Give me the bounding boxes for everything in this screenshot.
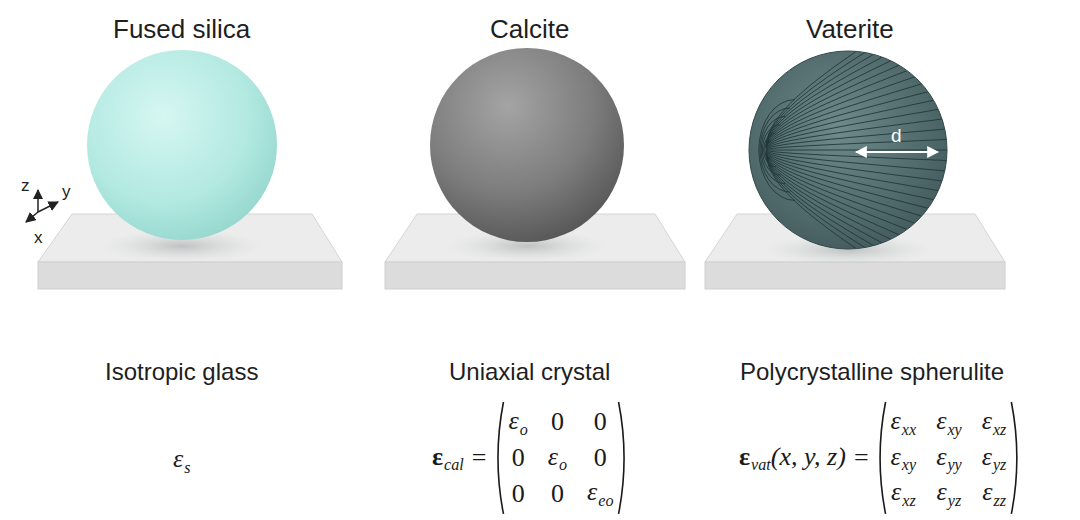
matrix-entry: 0 [551, 407, 564, 437]
subscript: o [520, 421, 528, 438]
parenthesis [880, 402, 886, 514]
epsilon: ε [891, 442, 901, 471]
tensor-name: εvat(x, y, z) [739, 442, 846, 475]
subscript: xy [947, 421, 961, 438]
epsilon: ε [891, 406, 901, 435]
tensor-symbol: εxx [891, 406, 917, 439]
subscript: yy [947, 456, 961, 473]
tensor-symbol: εyz [937, 477, 962, 510]
epsilon: ε [936, 442, 946, 471]
material-class: Isotropic glass [105, 358, 258, 386]
axis-label: x [34, 228, 43, 248]
equals-sign: = [854, 443, 869, 473]
epsilon: ε [982, 477, 992, 506]
subscript: xz [993, 421, 1006, 438]
tensor-symbol: εyz [982, 442, 1007, 475]
subscript: eo [598, 492, 613, 509]
subscript: xy [902, 456, 916, 473]
material-title: Vaterite [806, 15, 894, 45]
epsilon: ε [173, 444, 183, 473]
tensor-symbol: εxy [936, 406, 962, 439]
calcite-sphere [430, 48, 624, 242]
parenthesis [1011, 402, 1017, 514]
matrix-entry: 0 [594, 407, 607, 437]
material-class: Polycrystalline spherulite [740, 358, 1004, 386]
subscript: s [184, 459, 190, 476]
tensor-symbol: εo [548, 442, 567, 475]
equation: εvat(x, y, z)=εxxεxyεxzεxyεyyεyzεxzεyzεz… [739, 406, 1020, 510]
epsilon: ε [982, 406, 992, 435]
vaterite-outline [749, 51, 947, 249]
tensor-symbol: εeo [587, 477, 613, 510]
tensor-symbol: εxy [891, 442, 917, 475]
spherulite-lines [759, 0, 958, 315]
matrix-entry: 0 [551, 479, 564, 509]
epsilon: ε [508, 406, 518, 435]
subscript: xz [902, 492, 915, 509]
matrix: εxxεxyεxzεxyεyyεyzεxzεyzεzz [877, 406, 1021, 510]
material-title: Fused silica [113, 15, 250, 45]
tensor-symbol: εvat [739, 442, 771, 471]
silica-sphere [87, 50, 277, 240]
tensor-symbol: εcal [432, 442, 464, 471]
axes [26, 190, 58, 222]
epsilon: ε [739, 442, 750, 471]
tensor-symbol: εo [508, 406, 527, 439]
parenthesis [498, 402, 504, 514]
subscript: cal [444, 456, 464, 473]
epsilon: ε [891, 477, 901, 506]
epsilon: ε [982, 442, 992, 471]
matrix-entry: 0 [512, 443, 525, 473]
subscript: vat [751, 456, 771, 473]
epsilon: ε [548, 442, 558, 471]
epsilon: ε [432, 442, 443, 471]
axis-label: y [62, 182, 71, 202]
dimension-arrow [856, 151, 938, 153]
axis-label: z [21, 176, 30, 196]
tensor-symbol: εs [173, 444, 191, 477]
parenthesis [619, 402, 625, 514]
subscript: yz [948, 492, 961, 509]
tensor-symbol: εyy [936, 442, 962, 475]
epsilon: ε [937, 477, 947, 506]
epsilon: ε [587, 477, 597, 506]
subscript: zz [993, 492, 1006, 509]
tensor-symbol: εzz [982, 477, 1006, 510]
dimension-label: d [891, 125, 902, 147]
equation: εs [173, 444, 191, 477]
tensor-symbol: εxz [891, 477, 916, 510]
subscript: o [559, 456, 567, 473]
tensor-symbol: εxz [982, 406, 1007, 439]
matrix-entry: 0 [512, 479, 525, 509]
equation: εcal=εo000εo000εeo [432, 406, 628, 510]
subscript: xx [902, 421, 916, 438]
tensor-name: εcal [432, 442, 464, 475]
epsilon: ε [936, 406, 946, 435]
matrix: εo000εo000εeo [494, 406, 627, 510]
matrix-entry: 0 [594, 443, 607, 473]
coordinates: (x, y, z) [771, 442, 846, 471]
material-class: Uniaxial crystal [449, 358, 610, 386]
subscript: yz [993, 456, 1006, 473]
equals-sign: = [472, 443, 487, 473]
material-title: Calcite [490, 15, 569, 45]
